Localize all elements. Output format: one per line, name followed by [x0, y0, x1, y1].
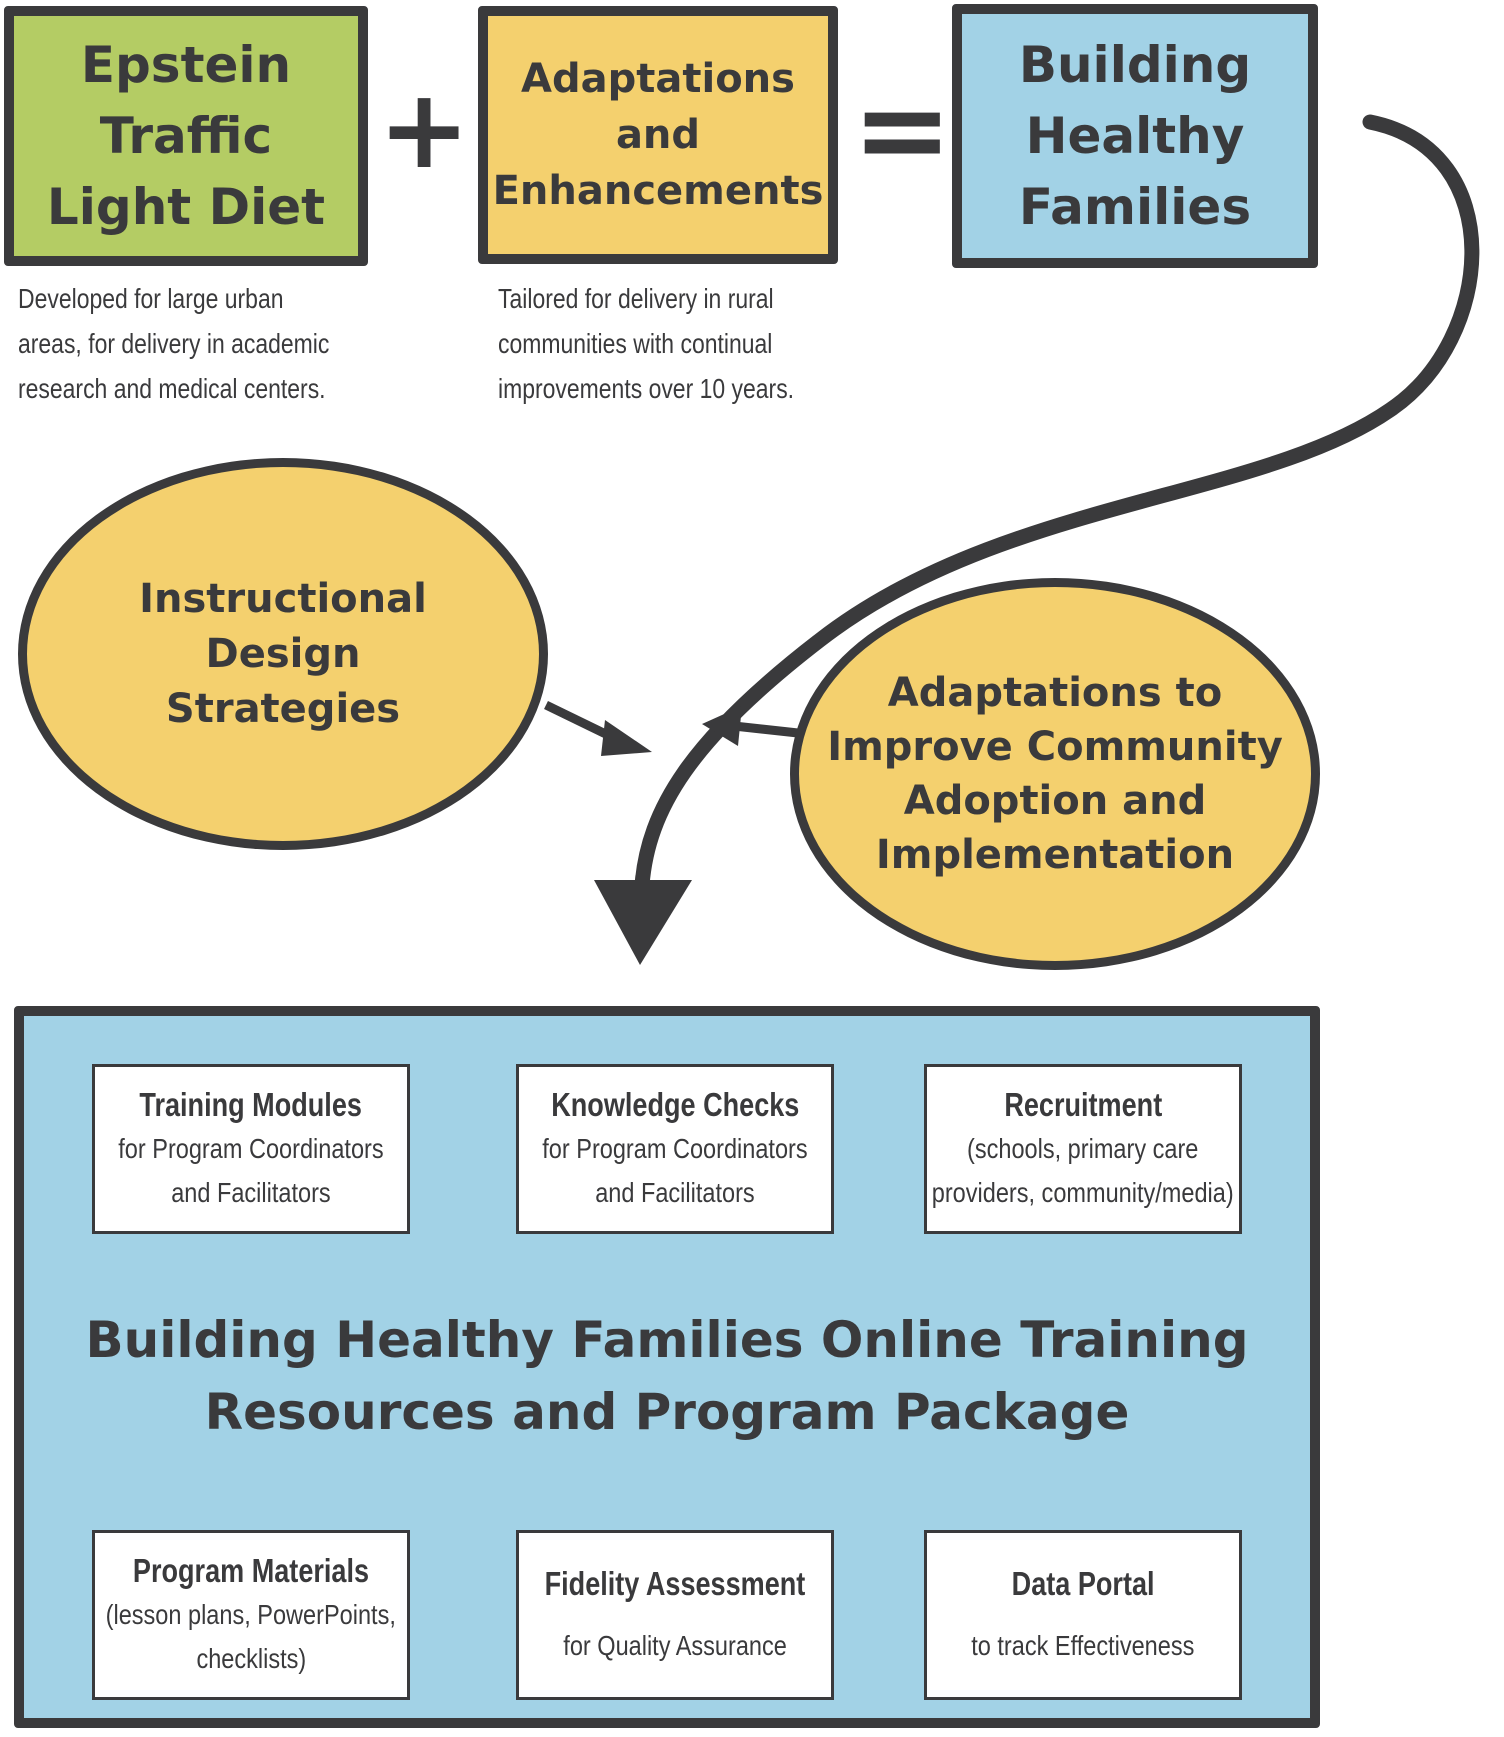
card-line: and Facilitators: [595, 1177, 755, 1208]
right-ellipse-arrow-shaft: [733, 721, 799, 738]
main-curved-arrow: [634, 114, 1480, 893]
left-ellipse-line-2: Design: [205, 630, 361, 677]
box1-caption-line-3: research and medical centers.: [18, 373, 326, 404]
data-portal-card: Data Portal to track Effectiveness: [924, 1530, 1242, 1700]
box1-caption-line-2: areas, for delivery in academic: [18, 328, 330, 359]
box3-line-3: Families: [1018, 177, 1252, 236]
right-ellipse-line-3: Adoption and: [903, 778, 1207, 824]
card-title: Recruitment: [1004, 1086, 1162, 1123]
recruitment-card: Recruitment (schools, primary care provi…: [924, 1064, 1242, 1234]
building-healthy-families-box: Building Healthy Families: [952, 4, 1318, 268]
training-modules-card: Training Modules for Program Coordinator…: [92, 1064, 410, 1234]
knowledge-checks-card: Knowledge Checks for Program Coordinator…: [516, 1064, 834, 1234]
instructional-design-strategies-ellipse: Instructional Design Strategies: [18, 458, 548, 850]
box1-line-1: Epstein: [80, 35, 292, 94]
box1-line-2: Traffic: [99, 106, 273, 165]
box2-caption-line-2: communities with continual: [498, 328, 773, 359]
card-title: Training Modules: [139, 1086, 363, 1123]
adaptations-and-enhancements-box: Adaptations and Enhancements: [478, 6, 838, 264]
main-arrowhead: [594, 880, 692, 965]
box2-line-1: Adaptations: [521, 56, 795, 102]
card-title: Fidelity Assessment: [544, 1565, 806, 1602]
right-ellipse-arrowhead: [702, 706, 742, 746]
card-line: for Program Coordinators: [118, 1133, 384, 1164]
box2-line-3: Enhancements: [492, 168, 824, 214]
package-title-line-2: Resources and Program Package: [204, 1383, 1130, 1441]
box1-caption: Developed for large urban areas, for del…: [18, 276, 329, 411]
card-title: Program Materials: [132, 1552, 370, 1589]
package-title-line-1: Building Healthy Families Online Trainin…: [85, 1311, 1249, 1369]
program-materials-card: Program Materials (lesson plans, PowerPo…: [92, 1530, 410, 1700]
card-line: (schools, primary care: [967, 1133, 1199, 1164]
box1-line-3: Light Diet: [46, 177, 326, 236]
fidelity-assessment-card: Fidelity Assessment for Quality Assuranc…: [516, 1530, 834, 1700]
box2-caption-line-3: improvements over 10 years.: [498, 373, 795, 404]
card-line: for Quality Assurance: [563, 1630, 787, 1661]
card-line: (lesson plans, PowerPoints,: [105, 1599, 397, 1630]
box3-line-2: Healthy: [1025, 106, 1245, 165]
right-ellipse-line-4: Implementation: [875, 832, 1235, 878]
package-title: Building Healthy Families Online Trainin…: [24, 1304, 1310, 1448]
left-ellipse-line-1: Instructional: [139, 575, 427, 622]
card-line: and Facilitators: [171, 1177, 331, 1208]
left-ellipse-line-3: Strategies: [165, 685, 401, 732]
card-title: Data Portal: [1011, 1565, 1155, 1602]
box3-line-1: Building: [1018, 35, 1252, 94]
plus-sign: +: [378, 65, 471, 193]
card-line: checklists): [196, 1643, 306, 1674]
card-line: for Program Coordinators: [542, 1133, 808, 1164]
right-ellipse-line-2: Improve Community: [827, 724, 1283, 770]
box2-caption: Tailored for delivery in rural communiti…: [498, 276, 794, 411]
right-ellipse-line-1: Adaptations to: [887, 670, 1223, 716]
community-adoption-ellipse: Adaptations to Improve Community Adoptio…: [790, 578, 1320, 970]
left-ellipse-arrowhead: [601, 720, 652, 756]
box1-caption-line-1: Developed for large urban: [18, 283, 284, 314]
box2-caption-line-1: Tailored for delivery in rural: [498, 283, 774, 314]
equals-sign: =: [852, 61, 953, 200]
epstein-traffic-light-diet-box: Epstein Traffic Light Diet: [4, 6, 368, 266]
card-title: Knowledge Checks: [550, 1086, 800, 1123]
box2-line-2: and: [615, 112, 701, 158]
card-line: to track Effectiveness: [971, 1630, 1195, 1661]
card-line: providers, community/media): [932, 1177, 1234, 1208]
